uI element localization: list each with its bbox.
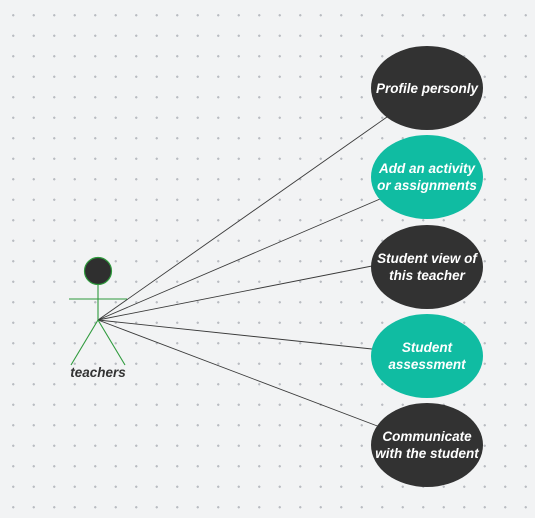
use-case-communicate[interactable]: Communicate with the student: [371, 403, 483, 487]
use-case-label: Communicate with the student: [375, 429, 479, 461]
actor-figure[interactable]: [69, 256, 127, 366]
association-line-1[interactable]: [97, 116, 388, 321]
association-line-2[interactable]: [97, 198, 381, 321]
use-case-student-view[interactable]: Student view of this teacher: [371, 225, 483, 309]
association-line-4[interactable]: [97, 319, 373, 350]
actor-left-leg: [70, 319, 99, 366]
actor-head: [83, 256, 113, 286]
use-case-label: Student view of this teacher: [377, 251, 477, 283]
use-case-student-assessment[interactable]: Student assessment: [371, 314, 483, 398]
use-case-label: Profile personly: [375, 80, 479, 96]
association-line-5[interactable]: [97, 319, 381, 428]
use-case-add-activity[interactable]: Add an activity or assignments: [371, 135, 483, 219]
use-case-label: Add an activity or assignments: [377, 161, 477, 193]
actor-label: teachers: [70, 365, 126, 380]
use-case-label: Student assessment: [388, 340, 466, 372]
actor-right-leg: [97, 319, 126, 366]
use-case-profile[interactable]: Profile personly: [371, 46, 483, 130]
association-line-3[interactable]: [97, 265, 373, 321]
